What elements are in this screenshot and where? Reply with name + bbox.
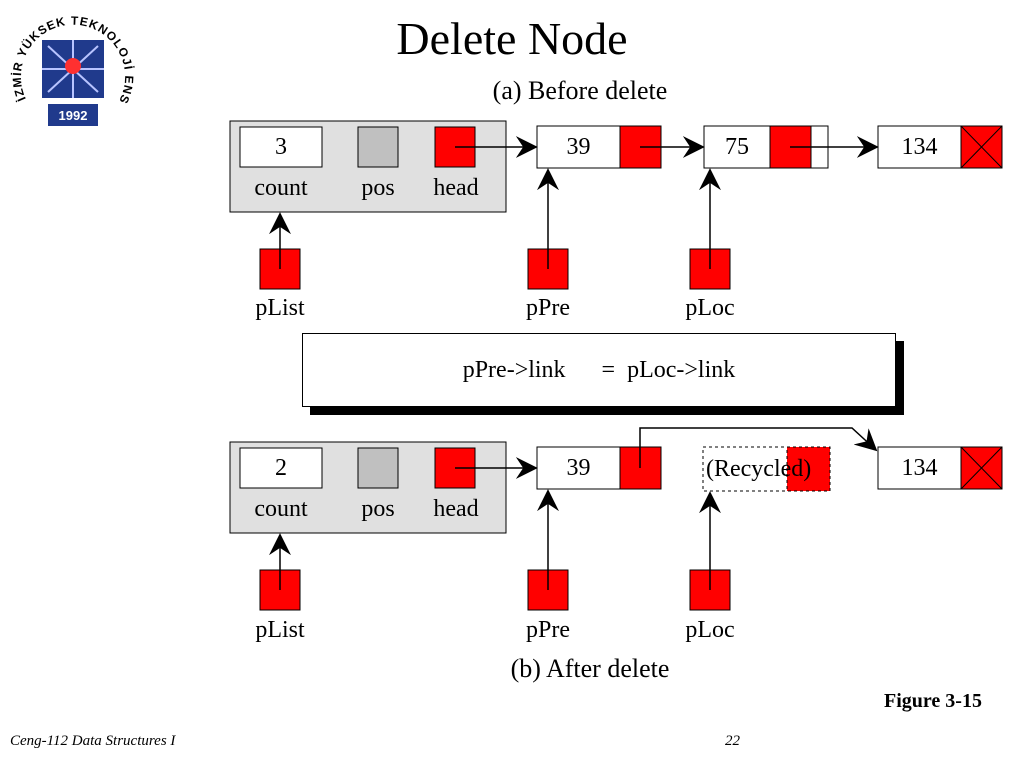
- before-caption: (a) Before delete: [492, 76, 668, 105]
- after-ploc-label: pLoc: [685, 617, 735, 643]
- before-head-label: head: [433, 175, 479, 201]
- after-node-39-value: 39: [566, 455, 591, 481]
- after-count-label: count: [254, 496, 308, 522]
- before-count-label: count: [254, 175, 308, 201]
- after-count-field: [239, 447, 323, 489]
- recycled-label: (Recycled): [706, 456, 812, 482]
- before-node-75-value: 75: [725, 134, 749, 160]
- footer-course: Ceng-112 Data Structures I: [10, 733, 176, 749]
- after-head-label: head: [433, 496, 479, 522]
- after-pos-field: [357, 447, 399, 489]
- before-node-39-value: 39: [566, 134, 591, 160]
- figure-label: Figure 3-15: [884, 690, 982, 712]
- after-caption: (b) After delete: [510, 654, 670, 683]
- footer-page-number: 22: [725, 733, 740, 749]
- institute-logo: İZMİR YÜKSEK TEKNOLOJİ ENSTİTÜSÜ 1992: [3, 0, 140, 136]
- recycled-node-link: [786, 446, 831, 492]
- slide-title: Delete Node: [396, 13, 628, 64]
- after-pos-label: pos: [361, 496, 395, 522]
- before-node-134-value: 134: [901, 134, 938, 160]
- after-node-134-value: 134: [901, 455, 938, 481]
- before-ppre-label: pPre: [526, 295, 570, 321]
- before-pos-label: pos: [361, 175, 395, 201]
- after-count-value: 2: [275, 455, 287, 481]
- after-plist-label: pList: [255, 617, 305, 643]
- after-ppre-label: pPre: [526, 617, 570, 643]
- before-count-field: [239, 126, 323, 168]
- before-plist-label: pList: [255, 295, 305, 321]
- logo-year: 1992: [59, 108, 88, 123]
- before-ploc-label: pLoc: [685, 295, 735, 321]
- operation-box: pPre->link = pLoc->link: [302, 333, 896, 407]
- before-count-value: 3: [275, 134, 287, 160]
- operation-text: pPre->link = pLoc->link: [462, 357, 736, 383]
- before-pos-field: [357, 126, 399, 168]
